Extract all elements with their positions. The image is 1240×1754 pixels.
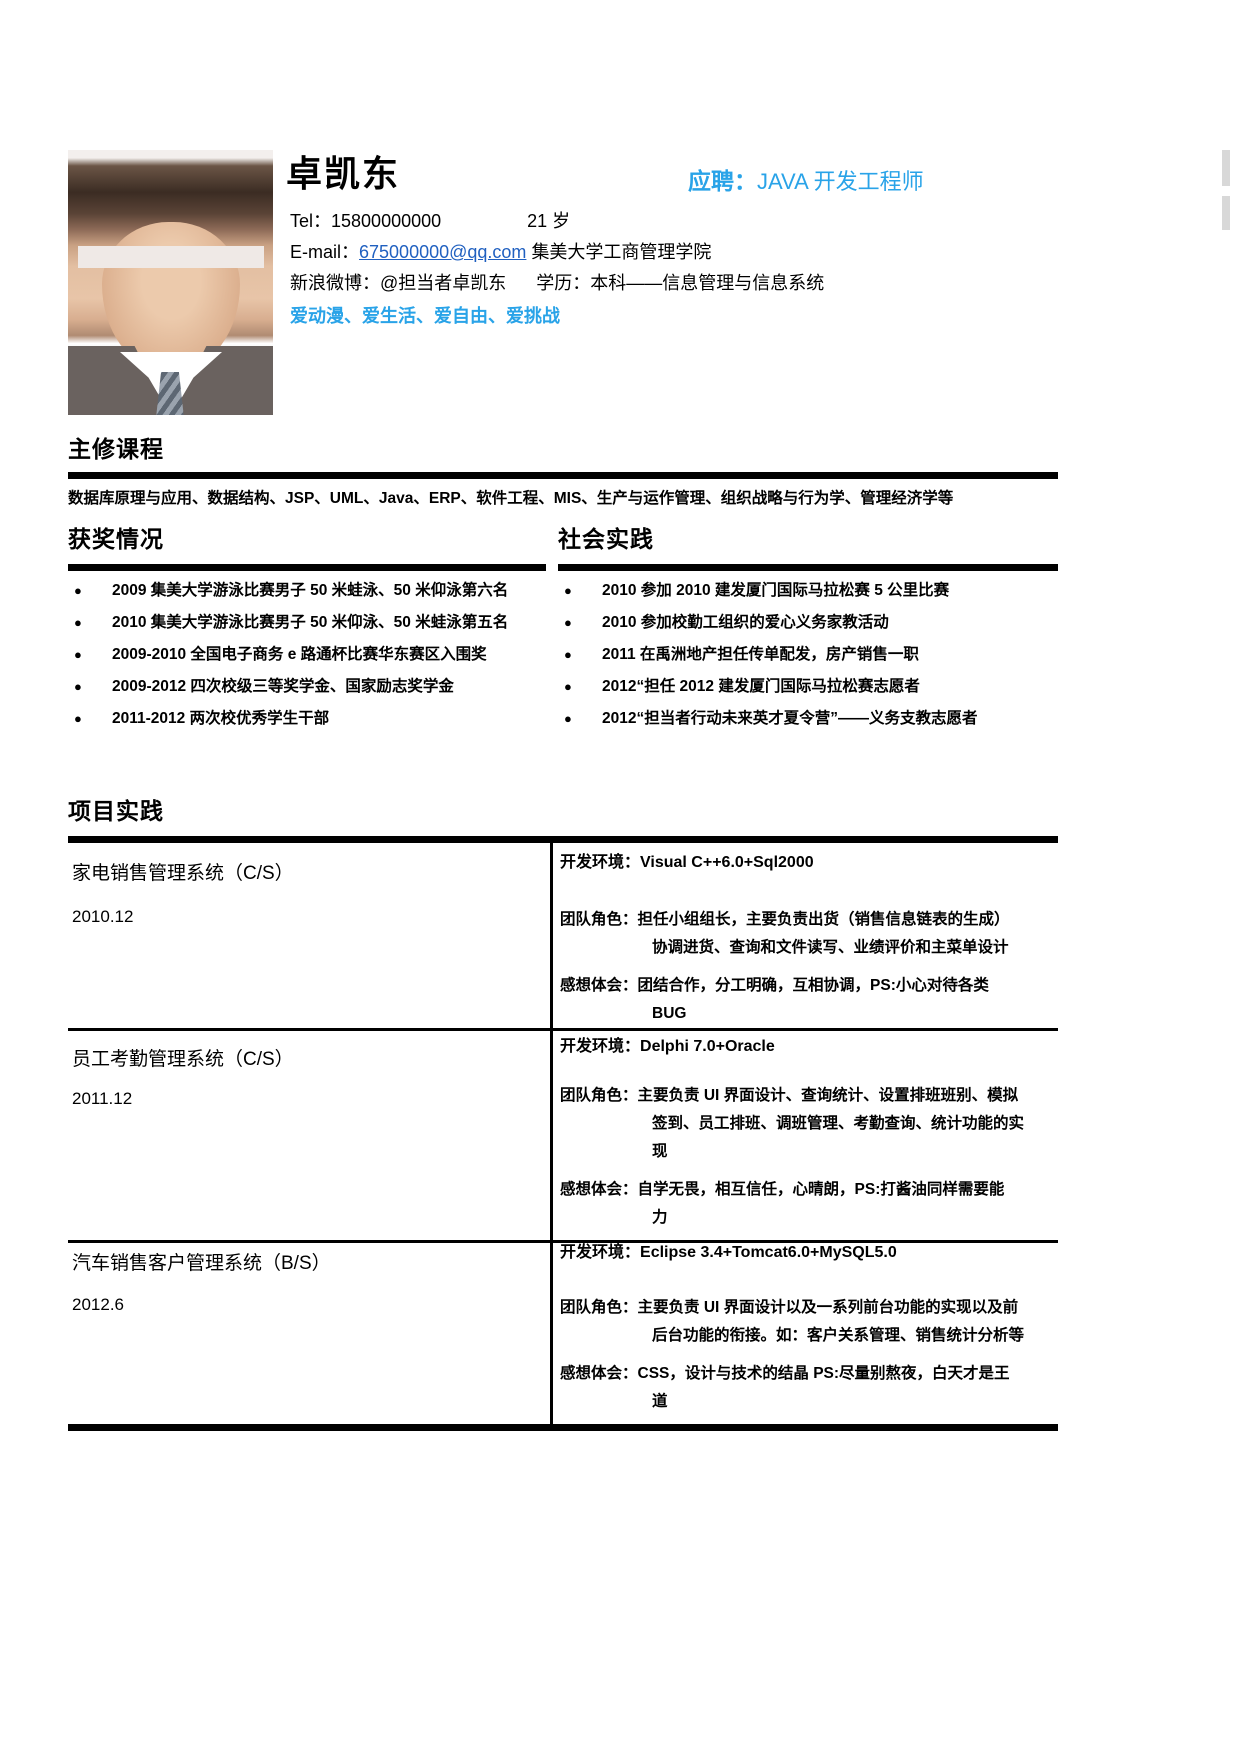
rule-project-2 [68,1240,1058,1243]
project-role-line2-1: 协调进货、查询和文件读写、业绩评价和主菜单设计 [652,939,1009,956]
rule-project-1 [68,1028,1058,1031]
project-date-2: 2011.12 [72,1089,133,1108]
courses-text: 数据库原理与应用、数据结构、JSP、UML、Java、ERP、软件工程、MIS、… [68,490,954,507]
project-detail-1: 团队角色：担任小组组长，主要负责出货（销售信息链表的生成） 协调进货、查询和文件… [560,906,1060,1038]
photo-censor-bar [78,246,264,268]
page-edge-mark-top [1222,150,1230,186]
applied-position-label: 应聘： [688,168,757,194]
resume-header: 卓凯东 应聘：JAVA 开发工程师 Tel：15800000000 21 岁 E-… [68,150,1068,420]
email-label: E-mail： [290,242,360,262]
project-divider-1 [550,840,553,1032]
project-role-label-3: 团队角色： [560,1299,638,1316]
project-role-line2-3: 后台功能的衔接。如：客户关系管理、销售统计分析等 [652,1327,1025,1344]
award-item: 2011-2012 两次校优秀学生干部 [68,704,554,734]
project-feel-1: 感想体会：团结合作，分工明确，互相协调，PS:小心对待各类 BUG [560,972,1060,1028]
project-role-label-1: 团队角色： [560,911,638,928]
project-feel-2: 感想体会：自学无畏，相互信任，心晴朗，PS:打酱油同样需要能 力 [560,1176,1060,1232]
project-name-2: 员工考勤管理系统（C/S） [72,1049,294,1070]
email-link[interactable]: 675000000@qq.com [359,242,527,262]
project-env-label-2: 开发环境： [560,1038,641,1055]
award-item: 2009-2012 四次校级三等奖学金、国家励志奖学金 [68,672,554,702]
project-feel-line2-1: BUG [652,1005,687,1022]
section-title-projects: 项目实践 [68,798,164,824]
project-feel-label-3: 感想体会： [560,1365,638,1382]
project-date-1: 2010.12 [72,907,134,926]
project-env-1: 开发环境：Visual C++6.0+Sql2000 [560,848,814,872]
applied-position: 应聘：JAVA 开发工程师 [688,162,924,196]
project-role-2: 团队角色：主要负责 UI 界面设计、查询统计、设置排班班别、模拟 签到、员工排班… [560,1082,1060,1166]
project-name-1: 家电销售管理系统（C/S） [72,863,294,884]
age-value: 21 岁 [527,211,571,231]
practice-list: 2010 参加 2010 建发厦门国际马拉松赛 5 公里比赛2010 参加校勤工… [558,576,1058,736]
project-name-3: 汽车销售客户管理系统（B/S） [72,1253,331,1274]
project-feel-label-1: 感想体会： [560,977,638,994]
award-item: 2010 集美大学游泳比赛男子 50 米仰泳、50 米蛙泳第五名 [68,608,554,638]
project-detail-3: 团队角色：主要负责 UI 界面设计以及一系列前台功能的实现以及前 后台功能的衔接… [560,1294,1060,1426]
project-feel-line2-3: 道 [652,1393,668,1410]
contact-row-email: E-mail：675000000@qq.com 集美大学工商管理学院 [290,237,1070,268]
project-env-value-2: Delphi 7.0+Oracle [640,1038,775,1055]
project-env-3: 开发环境：Eclipse 3.4+Tomcat6.0+MySQL5.0 [560,1238,897,1262]
project-divider-3 [550,1244,553,1430]
practice-item: 2012“担任 2012 建发厦门国际马拉松赛志愿者 [558,672,1058,702]
page-edge-mark-bottom [1222,196,1230,230]
section-title-awards: 获奖情况 [68,526,164,552]
practice-item: 2010 参加 2010 建发厦门国际马拉松赛 5 公里比赛 [558,576,1058,606]
rule-practice [558,564,1058,571]
candidate-name: 卓凯东 [286,153,401,194]
project-date-3: 2012.6 [72,1295,124,1314]
profile-photo [68,150,273,415]
project-role-line2-2: 签到、员工排班、调班管理、考勤查询、统计功能的实 [652,1115,1025,1132]
project-divider-2 [550,1032,553,1244]
project-feel-label-2: 感想体会： [560,1181,638,1198]
project-env-2: 开发环境：Delphi 7.0+Oracle [560,1032,775,1056]
project-env-label-1: 开发环境： [560,854,641,871]
photo-tie [156,372,184,415]
project-role-line1-3: 主要负责 UI 界面设计以及一系列前台功能的实现以及前 [637,1299,1019,1316]
contact-info: Tel：15800000000 21 岁 E-mail：675000000@qq.… [290,206,1070,299]
contact-row-tel: Tel：15800000000 21 岁 [290,206,1070,237]
section-title-practice: 社会实践 [558,526,654,552]
practice-item: 2012“担当者行动未来英才夏令营”——义务支教志愿者 [558,704,1058,734]
weibo-value: 新浪微博：@担当者卓凯东 [290,273,507,293]
project-env-value-1: Visual C++6.0+Sql2000 [640,854,814,871]
tel-value: Tel：15800000000 [290,211,442,231]
project-role-3: 团队角色：主要负责 UI 界面设计以及一系列前台功能的实现以及前 后台功能的衔接… [560,1294,1060,1350]
project-feel-line1-1: 团结合作，分工明确，互相协调，PS:小心对待各类 [637,977,989,994]
college-value: 集美大学工商管理学院 [531,242,712,262]
education-value: 学历：本科——信息管理与信息系统 [536,273,825,293]
project-role-line1-1: 担任小组组长，主要负责出货（销售信息链表的生成） [637,911,1010,928]
awards-list: 2009 集美大学游泳比赛男子 50 米蛙泳、50 米仰泳第六名2010 集美大… [68,576,554,736]
project-role-line3-2: 现 [652,1143,668,1160]
award-item: 2009 集美大学游泳比赛男子 50 米蛙泳、50 米仰泳第六名 [68,576,554,606]
rule-projects [68,836,1058,843]
contact-row-weibo: 新浪微博：@担当者卓凯东 学历：本科——信息管理与信息系统 [290,268,1070,299]
practice-item: 2011 在禹洲地产担任传单配发，房产销售一职 [558,640,1058,670]
practice-item: 2010 参加校勤工组织的爱心义务家教活动 [558,608,1058,638]
project-feel-line1-3: CSS，设计与技术的结晶 PS:尽量别熬夜，白天才是王 [637,1365,1010,1382]
project-env-value-3: Eclipse 3.4+Tomcat6.0+MySQL5.0 [640,1244,897,1261]
section-title-courses: 主修课程 [68,436,164,462]
rule-courses [68,472,1058,479]
award-item: 2009-2010 全国电子商务 e 路通杯比赛华东赛区入围奖 [68,640,554,670]
rule-awards [68,564,546,571]
project-detail-2: 团队角色：主要负责 UI 界面设计、查询统计、设置排班班别、模拟 签到、员工排班… [560,1082,1060,1242]
hobbies-line: 爱动漫、爱生活、爱自由、爱挑战 [290,306,560,326]
rule-projects-bottom [68,1424,1058,1431]
applied-position-value: JAVA 开发工程师 [757,169,924,194]
project-env-label-3: 开发环境： [560,1244,641,1261]
project-feel-line2-2: 力 [652,1209,668,1226]
project-feel-line1-2: 自学无畏，相互信任，心晴朗，PS:打酱油同样需要能 [637,1181,1005,1198]
project-role-label-2: 团队角色： [560,1087,638,1104]
project-feel-3: 感想体会：CSS，设计与技术的结晶 PS:尽量别熬夜，白天才是王 道 [560,1360,1060,1416]
project-role-line1-2: 主要负责 UI 界面设计、查询统计、设置排班班别、模拟 [637,1087,1019,1104]
project-role-1: 团队角色：担任小组组长，主要负责出货（销售信息链表的生成） 协调进货、查询和文件… [560,906,1060,962]
